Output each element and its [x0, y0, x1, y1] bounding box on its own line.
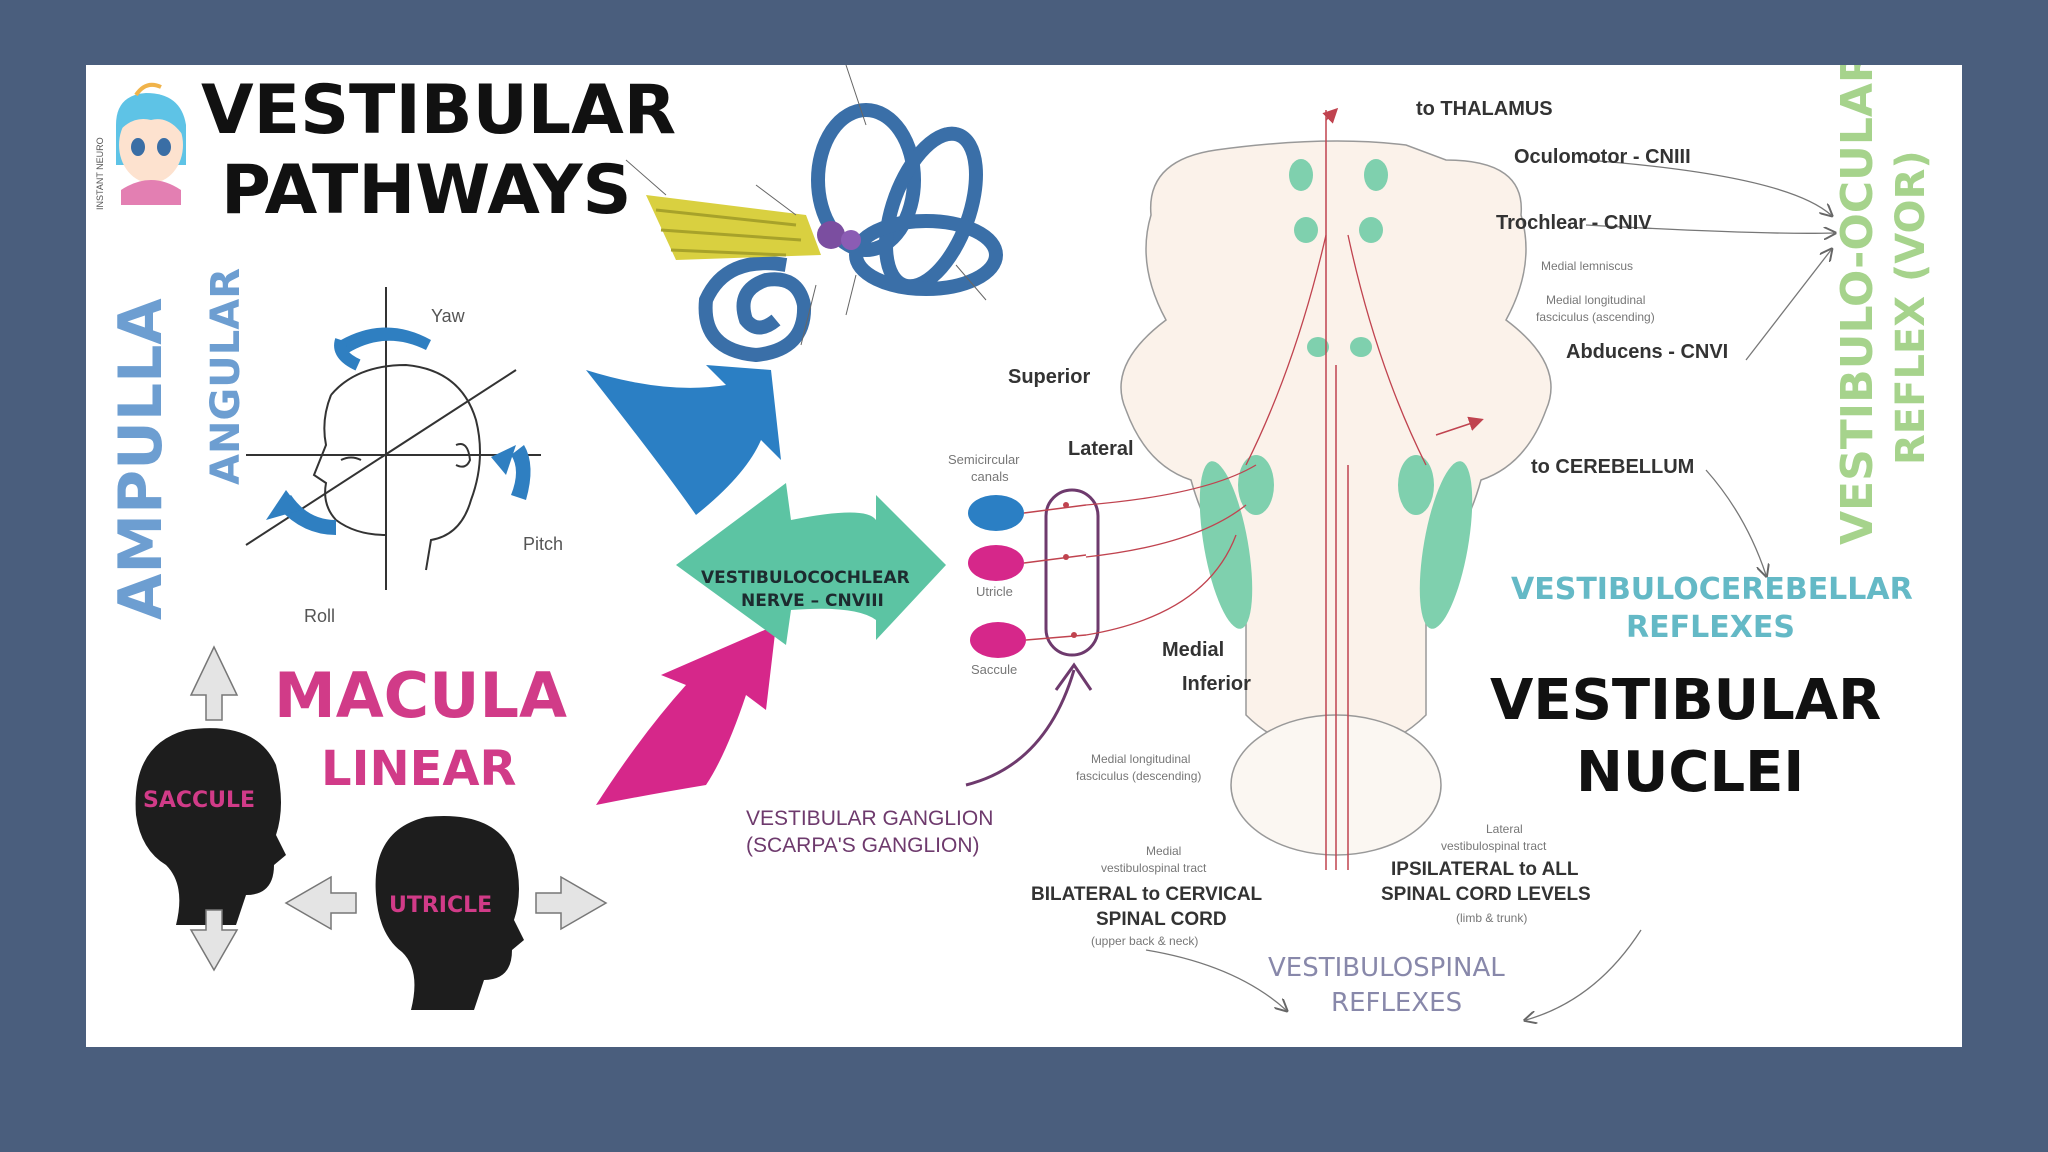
- receptor-ovals: [965, 488, 1100, 787]
- utricle-small-label: Utricle: [976, 584, 1013, 599]
- semicircular-line2: canals: [971, 469, 1009, 484]
- linear-direction-arrows: [189, 645, 608, 972]
- vor-label-line1: VESTIBULO-OCULAR: [1832, 65, 1883, 545]
- title-line2: PATHWAYS: [221, 151, 632, 230]
- abducens-label: Abducens - CNVI: [1566, 341, 1729, 363]
- vor-label-line2: REFLEX (VOR): [1888, 150, 1934, 465]
- oculomotor-label: Oculomotor - CNIII: [1514, 146, 1691, 168]
- ipsilateral-line2: SPINAL CORD LEVELS: [1381, 884, 1591, 905]
- bilateral-note: (upper back & neck): [1091, 934, 1199, 948]
- ampulla-blue-arrow: [586, 365, 781, 515]
- nerve-label-line2: NERVE – CNVIII: [741, 591, 884, 611]
- macula-magenta-arrow: [596, 625, 776, 805]
- saccule-small-label: Saccule: [971, 662, 1018, 677]
- medial-lemniscus-label: Medial lemniscus: [1541, 259, 1634, 273]
- ipsilateral-line1: IPSILATERAL to ALL: [1391, 859, 1579, 880]
- lateral-tract-line1: Lateral: [1486, 822, 1523, 836]
- mlf-descending-line1: Medial longitudinal: [1091, 752, 1191, 766]
- ganglion-label-line2: (SCARPA'S GANGLION): [746, 834, 980, 857]
- vestibulospinal-line2: REFLEXES: [1331, 988, 1463, 1018]
- ipsilateral-note: (limb & trunk): [1456, 911, 1528, 925]
- semicircular-line1: Semicircular: [948, 452, 1020, 467]
- brainstem-illustration: [1085, 107, 1552, 870]
- inner-ear-illustration: [625, 65, 1003, 363]
- vestibulospinal-line1: VESTIBULOSPINAL: [1268, 953, 1505, 983]
- bilateral-line2: SPINAL CORD: [1096, 909, 1227, 930]
- diagram-panel: VESTIBULAR PATHWAYS INSTANT NEURO AMPULL…: [86, 65, 1962, 1047]
- saccule-label: SACCULE: [143, 788, 256, 813]
- medial-nucleus-label: Medial: [1162, 639, 1225, 661]
- title-line1: VESTIBULAR: [201, 71, 677, 150]
- rotation-arrows: [266, 327, 531, 535]
- nuclei-heading-line1: VESTIBULAR: [1490, 668, 1882, 733]
- nerve-label-line1: VESTIBULOCOCHLEAR: [701, 568, 910, 588]
- vestibulocerebellar-line1: VESTIBULOCEREBELLAR: [1511, 572, 1913, 607]
- mlf-descending-line2: fasciculus (descending): [1076, 769, 1202, 783]
- roll-label: Roll: [304, 606, 336, 626]
- mlf-ascending-line1: Medial longitudinal: [1546, 293, 1646, 307]
- superior-nucleus-label: Superior: [1008, 366, 1091, 388]
- bilateral-line1: BILATERAL to CERVICAL: [1031, 884, 1263, 905]
- inferior-nucleus-label: Inferior: [1182, 673, 1251, 695]
- pitch-label: Pitch: [523, 534, 564, 554]
- vestibulocerebellar-line2: REFLEXES: [1626, 610, 1795, 645]
- diagram-graphics: [116, 65, 1962, 1047]
- trochlear-label: Trochlear - CNIV: [1496, 212, 1652, 234]
- ampulla-label: AMPULLA: [106, 298, 176, 620]
- cerebellum-label: to CEREBELLUM: [1531, 456, 1695, 478]
- lateral-tract-line2: vestibulospinal tract: [1441, 839, 1547, 853]
- logo-text: INSTANT NEURO: [95, 137, 105, 210]
- utricle-head-silhouette: [375, 816, 524, 1010]
- mlf-ascending-line2: fasciculus (ascending): [1536, 310, 1655, 324]
- lateral-nucleus-label: Lateral: [1068, 438, 1134, 460]
- medial-tract-line1: Medial: [1146, 844, 1182, 858]
- utricle-label: UTRICLE: [389, 893, 493, 918]
- medial-tract-line2: vestibulospinal tract: [1101, 861, 1207, 875]
- linear-label: LINEAR: [321, 741, 517, 797]
- saccule-head-silhouette: [135, 728, 286, 925]
- nuclei-heading-line2: NUCLEI: [1576, 740, 1805, 805]
- ganglion-label-line1: VESTIBULAR GANGLION: [746, 807, 994, 830]
- logo-avatar: [116, 82, 186, 205]
- angular-label: ANGULAR: [203, 268, 249, 485]
- macula-label: MACULA: [274, 659, 568, 732]
- thalamus-label: to THALAMUS: [1416, 98, 1553, 120]
- nerve-teal-arrow: [676, 483, 946, 645]
- yaw-label: Yaw: [431, 306, 465, 326]
- right-pointer-lines: [1145, 159, 1834, 1020]
